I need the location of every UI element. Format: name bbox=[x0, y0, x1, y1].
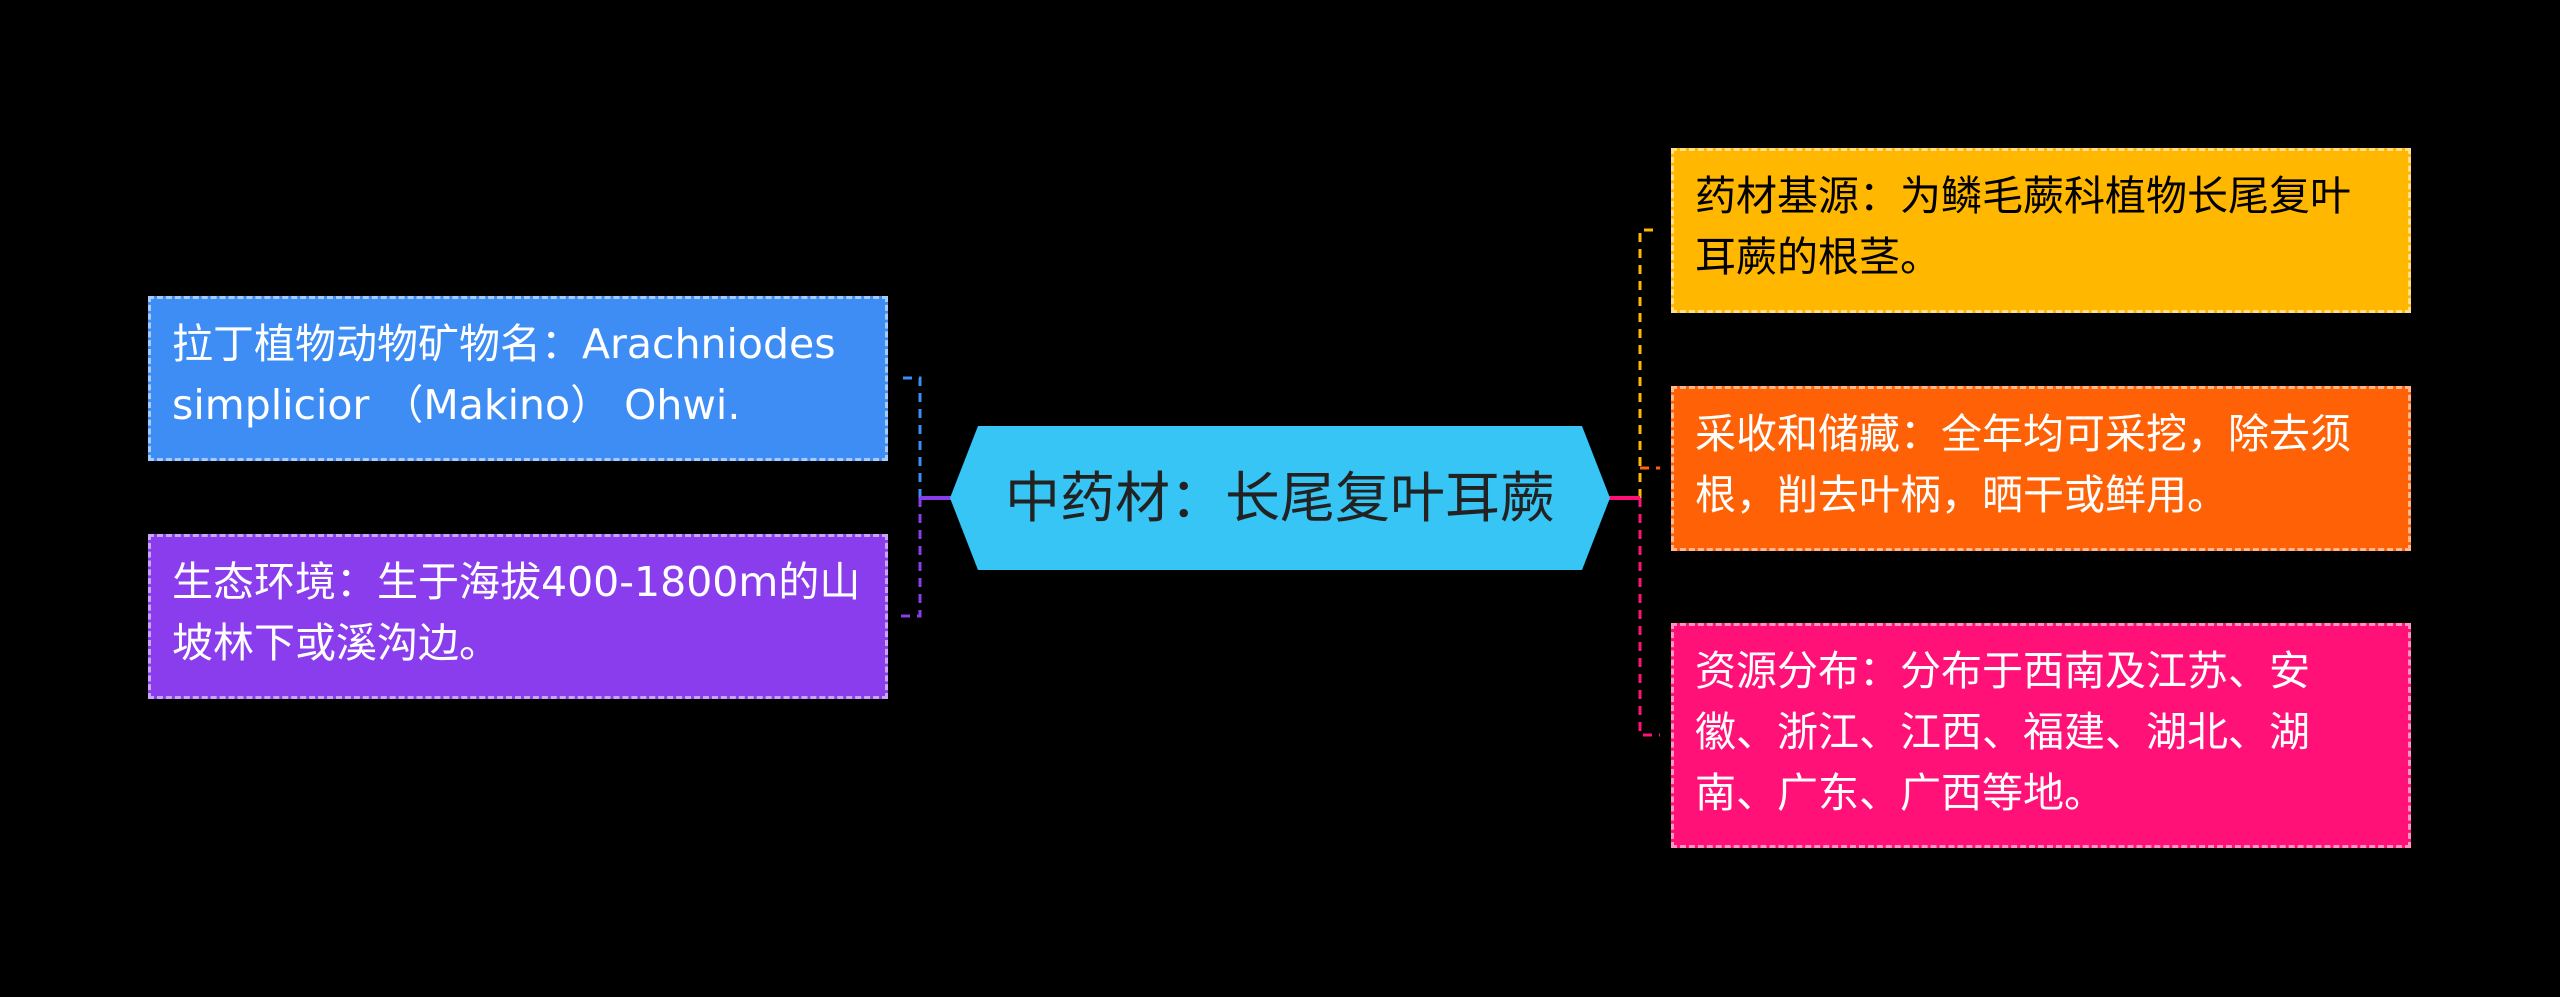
branch-distribution[interactable]: 资源分布：分布于西南及江苏、安徽、浙江、江西、福建、湖北、湖南、广东、广西等地。 bbox=[1671, 623, 2411, 848]
connector-dist bbox=[1608, 496, 1660, 737]
center-topic[interactable]: 中药材：长尾复叶耳蕨 bbox=[950, 426, 1610, 570]
center-topic-title: 中药材：长尾复叶耳蕨 bbox=[1004, 466, 1555, 530]
connector-latin bbox=[900, 376, 952, 500]
connector-source bbox=[1608, 228, 1660, 500]
branch-latin-name[interactable]: 拉丁植物动物矿物名：Arachniodes simplicior （Makino… bbox=[148, 296, 888, 461]
branch-source-text: 药材基源：为鳞毛蕨科植物长尾复叶耳蕨的根茎。 bbox=[1695, 172, 2351, 281]
branch-ecology-text: 生态环境：生于海拔400-1800m的山坡林下或溪沟边。 bbox=[172, 558, 861, 667]
branch-source[interactable]: 药材基源：为鳞毛蕨科植物长尾复叶耳蕨的根茎。 bbox=[1671, 148, 2411, 313]
branch-ecology[interactable]: 生态环境：生于海拔400-1800m的山坡林下或溪沟边。 bbox=[148, 534, 888, 699]
branch-harvest-text: 采收和储藏：全年均可采挖，除去须根，削去叶柄，晒干或鲜用。 bbox=[1695, 410, 2351, 519]
connector-ecology bbox=[900, 496, 952, 618]
branch-distribution-text: 资源分布：分布于西南及江苏、安徽、浙江、江西、福建、湖北、湖南、广东、广西等地。 bbox=[1695, 647, 2310, 817]
center-hexagon-shape bbox=[950, 426, 1610, 570]
branch-harvest[interactable]: 采收和储藏：全年均可采挖，除去须根，削去叶柄，晒干或鲜用。 bbox=[1671, 386, 2411, 551]
branch-latin-name-text: 拉丁植物动物矿物名：Arachniodes simplicior （Makino… bbox=[172, 320, 836, 429]
